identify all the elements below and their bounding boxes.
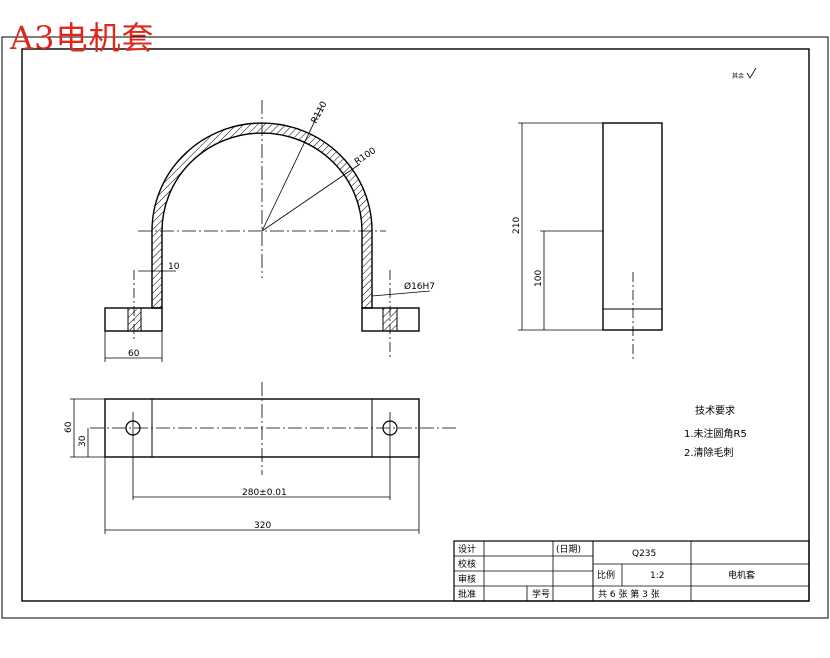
r100-label: R100 (353, 146, 378, 168)
r110-label: R110 (310, 100, 330, 126)
note-item-2: 2.清除毛刺 (684, 446, 734, 459)
inner-frame (21, 48, 810, 602)
title-block: 设计 校核 审核 批准 (日期) 学号 Q235 比例 1:2 电机套 共 6 … (453, 540, 810, 602)
tb-scale-label: 比例 (597, 569, 615, 581)
plan-view: 60 30 280±0.01 320 (64, 382, 458, 534)
h100-label: 100 (534, 270, 544, 287)
tb-scale: 1:2 (650, 571, 664, 581)
r100-leader (261, 163, 361, 232)
t10-label: 10 (168, 262, 180, 272)
tb-sheet: 共 6 张 第 3 张 (598, 588, 660, 600)
tb-review: 审核 (458, 573, 476, 585)
notes-title: 技术要求 (695, 404, 735, 417)
surface-finish-symbol: 其余 (732, 67, 757, 80)
roughness-check-icon (746, 67, 757, 79)
drawing-heading: A3电机套 (10, 19, 155, 57)
w60-label: 60 (128, 349, 140, 359)
pitch-label: 280±0.01 (242, 488, 287, 498)
tb-design: 设计 (458, 543, 476, 555)
plan-h60-label: 60 (64, 421, 74, 433)
hole-dimline (371, 290, 431, 297)
technical-notes: 技术要求 1.未注圆角R5 2.清除毛刺 (684, 404, 747, 459)
side-view: 210 100 (512, 122, 663, 362)
front-view: R110 R100 10 60 Ø16H7 (104, 100, 435, 362)
right-foot (361, 307, 420, 332)
length-label: 320 (254, 521, 271, 531)
tb-part-name: 电机套 (728, 569, 755, 581)
note-item-1: 1.未注圆角R5 (684, 427, 747, 440)
surface-symbol-label: 其余 (732, 72, 744, 80)
plan-h30-label: 30 (78, 435, 88, 447)
r110-leader (261, 105, 323, 232)
tb-date: (日期) (556, 544, 581, 555)
hole-label: Ø16H7 (404, 281, 435, 292)
tb-check: 校核 (458, 558, 476, 570)
tb-material: Q235 (632, 549, 656, 559)
tb-dept: 学号 (532, 588, 550, 600)
tb-approve: 批准 (458, 588, 476, 600)
left-foot (104, 307, 163, 332)
left-foot-hatch (128, 309, 141, 330)
h210-label: 210 (512, 217, 522, 234)
outer-border (1, 36, 829, 619)
side-outline (602, 122, 663, 331)
